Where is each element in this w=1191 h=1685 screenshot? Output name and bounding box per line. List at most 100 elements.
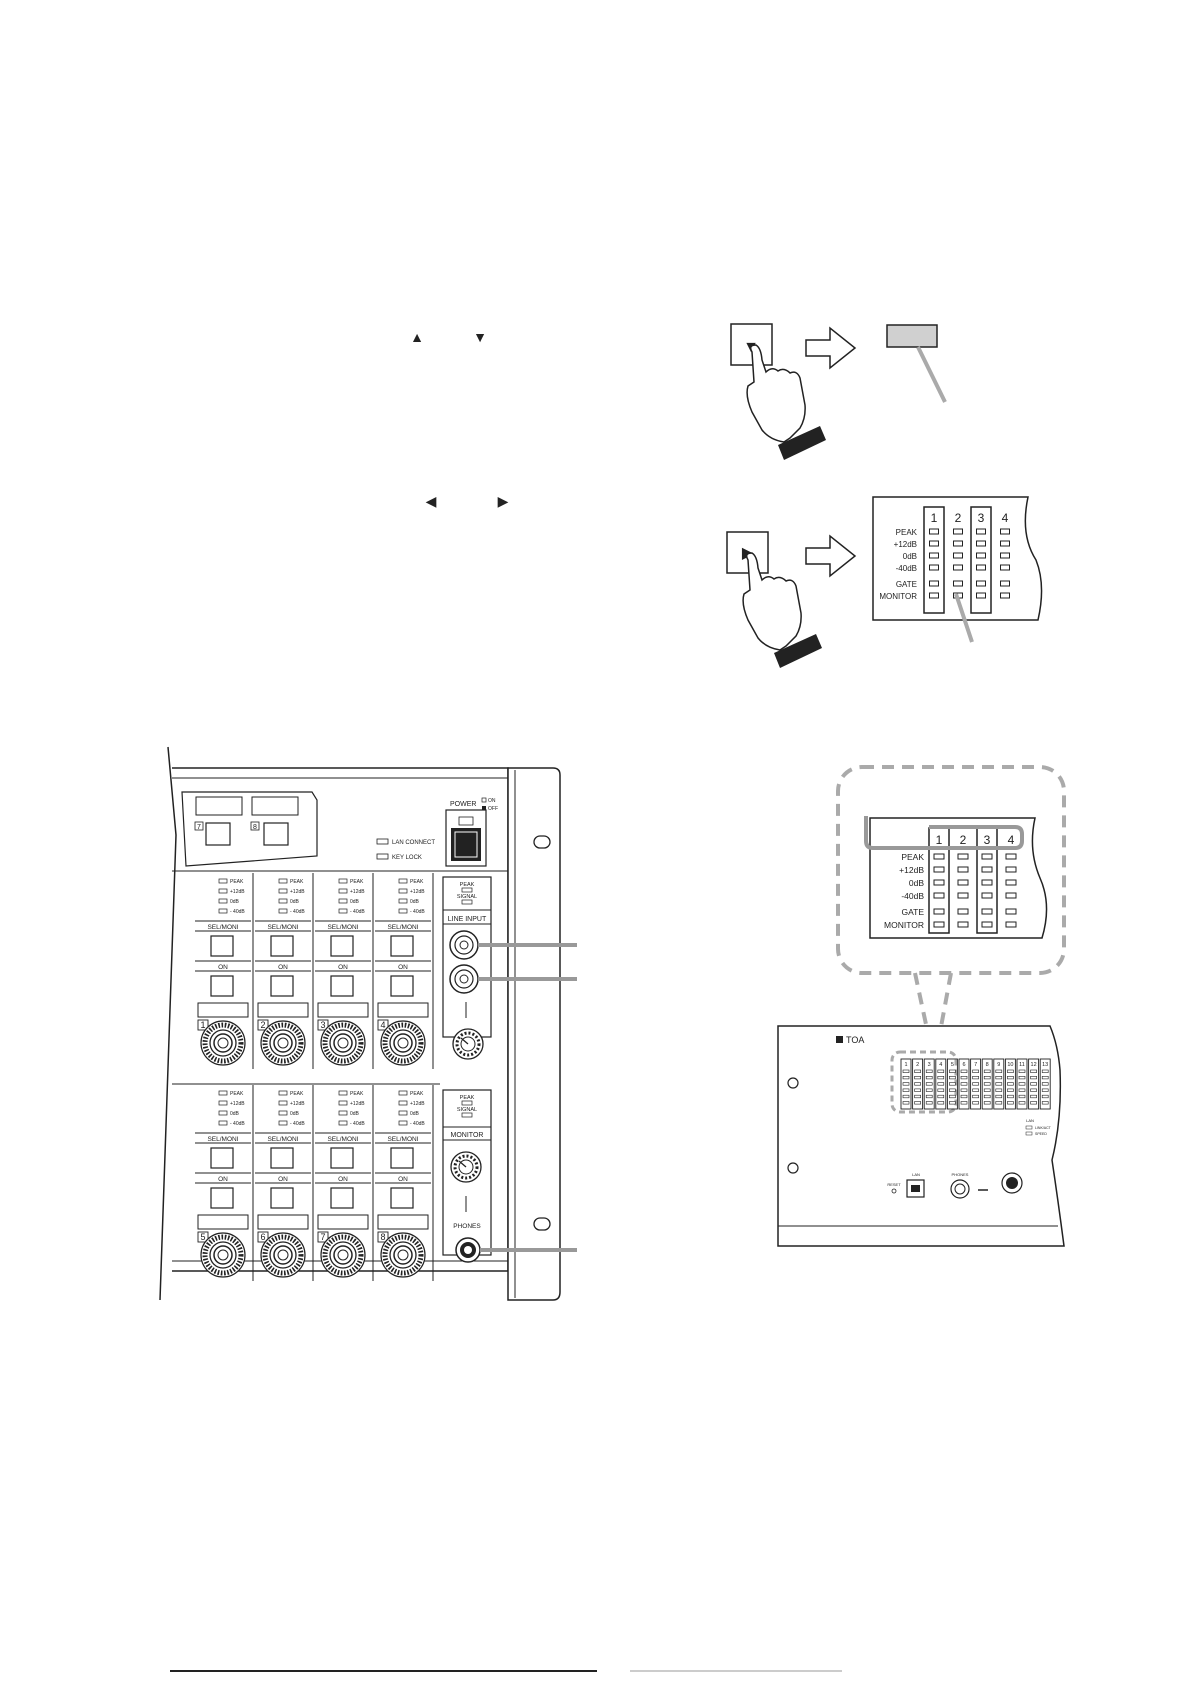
rear-meter-column: 12 [1028,1058,1040,1110]
preset-label: 7 [197,824,201,831]
led-indicator [278,1100,288,1106]
zoom-bubble: 1 2 3 4 PEAK +12dB 0dB -40dB GATE MONITO… [836,765,1066,975]
led-indicator [972,1082,979,1086]
sel-moni-label: SEL/MONI [267,924,298,931]
led-indicator [933,853,945,860]
rack-hole [533,835,551,849]
led-indicator [953,580,963,587]
led-indicator [949,1101,956,1105]
led-indicator [1000,540,1010,547]
led-indicator [914,1076,921,1080]
led-label: PEAK [230,879,244,885]
rack-hole [533,1217,551,1231]
led-indicator [949,1076,956,1080]
led-indicator [338,888,348,894]
led-indicator [1030,1094,1037,1099]
led-indicator [1041,1082,1049,1086]
led-indicator [929,580,939,587]
led-indicator [338,898,348,904]
toa-logo-icon [836,1036,843,1043]
meter-row-label: +12dB [894,540,917,549]
peak-label: PEAK [460,1095,475,1101]
led-indicator [278,878,288,884]
led-indicator [972,1076,979,1080]
led-label: 0dB [290,899,300,905]
channel-name-display [317,1002,369,1018]
led-indicator [1007,1094,1014,1099]
led-indicator [949,1094,956,1099]
on-button [390,1187,414,1209]
channel-knob-icon [200,1020,246,1066]
led-indicator [957,921,969,928]
svg-text:◀: ◀ [426,493,437,509]
led-indicator [983,1069,991,1073]
peak-label: PEAK [460,882,475,888]
svg-text:▼: ▼ [473,329,487,345]
led-indicator [902,1069,910,1073]
rear-channel-label: 10 [1007,1062,1013,1068]
led-indicator [983,1088,991,1092]
zoom-channel-label: 4 [1008,833,1015,847]
led-indicator [1041,1088,1049,1092]
led-indicator [981,921,993,928]
led-indicator [976,528,986,535]
channel-knob-icon [200,1232,246,1278]
rear-meter-column: 11 [1016,1058,1028,1110]
led-indicator [960,1101,968,1105]
up-arrow-glyph: ▲ [410,329,424,345]
rear-channel-label: 12 [1031,1062,1037,1068]
led-indicator [1000,580,1010,587]
led-indicator [1007,1088,1014,1092]
panel-break-line [159,746,177,1301]
led-indicator [338,908,348,914]
led-indicator [925,1101,933,1105]
lan-label: LAN [1026,1118,1034,1123]
sel-moni-label: SEL/MONI [207,1136,238,1143]
led-indicator [957,853,969,860]
led-indicator [1041,1094,1049,1099]
on-label: ON [338,964,348,971]
channel-name-display [257,1214,309,1230]
rear-channel-label: 3 [928,1062,931,1068]
channel-knob-icon [320,1020,366,1066]
lan-connect-label: LAN CONNECT [392,840,435,846]
led-indicator [960,1069,968,1073]
right-key-illustration: ▶ 1 2 3 4 PEAK +12dB 0dB -40dB GATE MONI… [726,496,1043,668]
preset-button-8 [263,822,289,846]
led-indicator [398,1100,408,1106]
zoom-row-label: GATE [901,907,924,917]
brand-label: TOA [846,1035,864,1045]
usb-label: LAN [912,1172,920,1177]
led-indicator [218,878,228,884]
on-label: ON [278,1176,288,1183]
led-indicator [902,1094,910,1099]
led-label: +12dB [350,889,365,895]
led-indicator [278,1090,288,1096]
sel-moni-label: SEL/MONI [387,924,418,931]
led-indicator [925,1088,933,1092]
preset-button-7 [205,822,231,846]
lan-speed-label: SPEED [1035,1132,1047,1136]
svg-text:▶: ▶ [498,493,509,509]
callout-leader [954,593,974,643]
led-indicator [278,888,288,894]
channel-1-highlight [923,506,945,614]
led-indicator [1030,1101,1037,1105]
zoom-row-label: PEAK [901,852,924,862]
sel-moni-label: SEL/MONI [267,1136,298,1143]
led-indicator [1018,1082,1026,1086]
line-input-label: LINE INPUT [448,916,487,923]
rear-channel-label: 6 [962,1062,965,1068]
led-indicator [1007,1069,1014,1073]
led-label: PEAK [410,1091,424,1097]
on-button [330,975,354,997]
left-arrow-glyph: ◀ [426,493,437,509]
led-indicator [914,1088,921,1092]
meter-channel-label: 1 [931,511,938,525]
led-indicator [983,1082,991,1086]
